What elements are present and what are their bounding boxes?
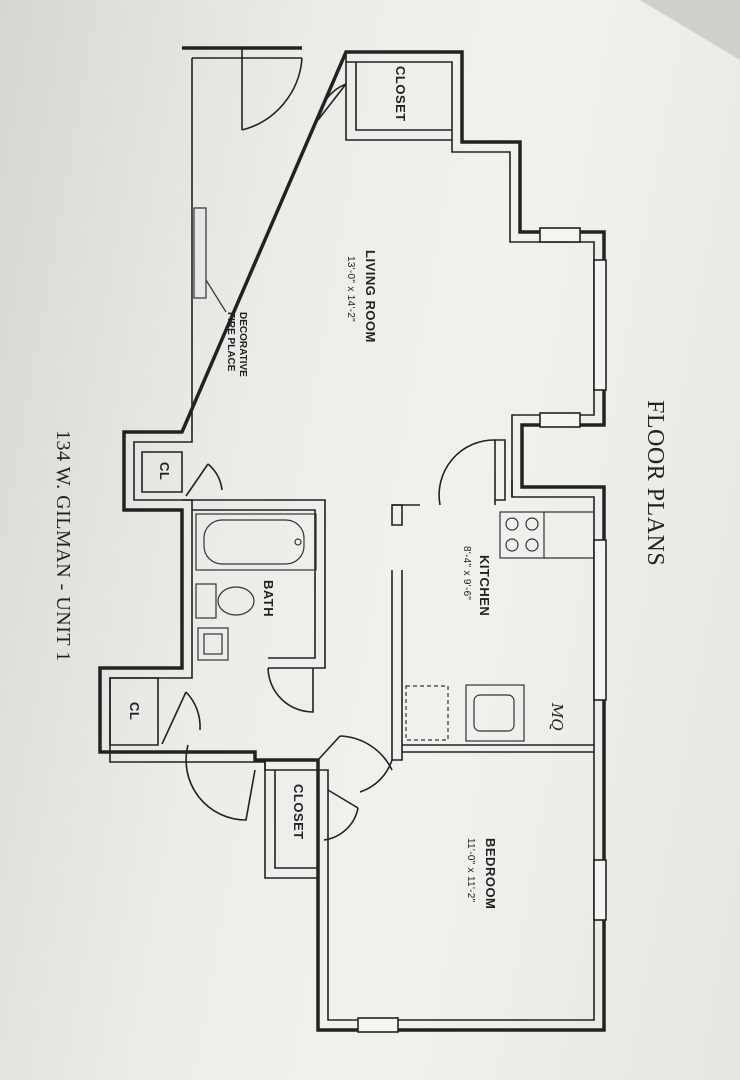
refrigerator xyxy=(405,685,449,741)
handwritten-note: MQ xyxy=(548,703,566,731)
kitchen-walls xyxy=(391,439,594,761)
bath-label: BATH xyxy=(261,580,276,618)
hall-closet-1-label: CL xyxy=(157,462,172,481)
bedroom-label: BEDROOM xyxy=(483,838,498,910)
kitchen-sink xyxy=(465,684,525,742)
toilet xyxy=(195,583,255,619)
hall-door-arc xyxy=(185,744,256,821)
entry-door xyxy=(241,48,303,131)
living-room-dims: 13'-0" x 14'-2" xyxy=(345,256,356,323)
hall-closet-2-walls xyxy=(109,677,201,746)
bath-sink xyxy=(197,627,229,661)
living-room-label: LIVING ROOM xyxy=(363,250,378,343)
wall-stub xyxy=(392,480,513,506)
fireplace xyxy=(193,207,207,299)
fireplace-label-line1: DECORATIVE xyxy=(237,312,248,377)
bathtub xyxy=(195,513,317,571)
bedroom-closet-walls xyxy=(264,735,393,879)
hall-closet-2-label: CL xyxy=(127,702,142,721)
exterior-walls xyxy=(98,46,606,1032)
stove xyxy=(499,511,545,559)
hall-closet-1-walls xyxy=(141,451,223,497)
fireplace-leader xyxy=(205,279,227,313)
counter xyxy=(544,511,594,559)
kitchen-dims: 8'-4" x 9'-6" xyxy=(461,546,472,601)
unit-caption: 134 W. GILMAN - UNIT 1 xyxy=(52,430,74,662)
folded-corner xyxy=(640,0,740,60)
kitchen-label: KITCHEN xyxy=(477,555,492,617)
bedroom-dims: 11'-0" x 11'-2" xyxy=(465,838,476,903)
plan-title: FLOOR PLANS xyxy=(642,400,668,567)
living-closet-label: CLOSET xyxy=(393,66,408,122)
bedroom-closet-label: CLOSET xyxy=(291,784,306,840)
bathroom-walls xyxy=(182,499,326,713)
windows xyxy=(357,227,607,1033)
living-closet-walls xyxy=(317,52,452,141)
fireplace-label-line2: FIRE PLACE xyxy=(225,312,236,372)
